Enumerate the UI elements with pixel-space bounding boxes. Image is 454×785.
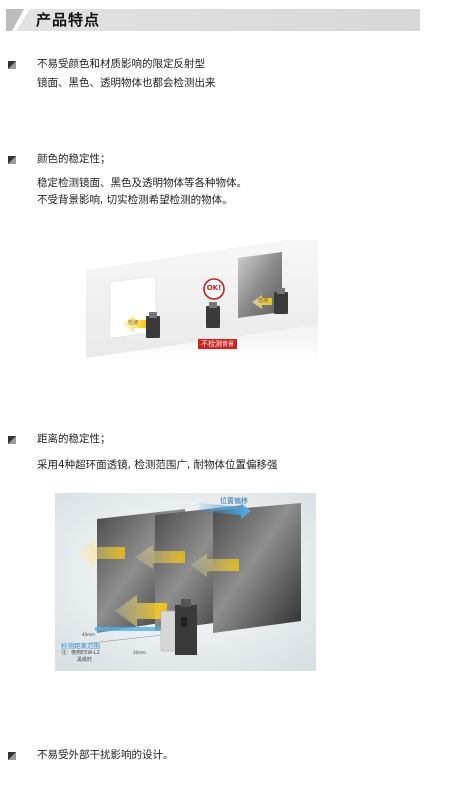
bullet-triangle-icon: [8, 156, 16, 164]
bullet-triangle-icon: [8, 752, 16, 760]
note-line-2: 黑纸时: [77, 657, 93, 663]
not-detect-small: 背景: [222, 341, 235, 348]
position-shift-label: 位置偏移: [220, 497, 248, 505]
feature-2-line-1: 稳定检测镜面、黑色及透明物体等各种物体。: [37, 177, 247, 189]
bullet-triangle-icon: [8, 61, 16, 69]
header-corner-mark-icon: [6, 9, 30, 31]
detect-range-label: 检测距离范围: [61, 642, 100, 650]
distance-stability-figure: 位置偏移 检测距离范围 注：使用E5W-L2 黑纸时 40mm 10mm: [55, 493, 316, 671]
feature-2-line-2: 不受背景影响, 切实检测希望检测的物体。: [37, 194, 233, 206]
ok-label: OK!: [206, 284, 222, 292]
section-header-bar: [6, 9, 420, 31]
not-detect-badge: 不检测背景: [198, 339, 238, 349]
distance-40-label: 40mm: [82, 632, 95, 637]
section-title: 产品特点: [36, 11, 101, 29]
bullet-triangle-icon: [8, 436, 16, 444]
not-detect-label: 不检测: [201, 340, 222, 348]
distance-10-label: 10mm: [133, 650, 146, 655]
feature-3-heading: 距离的稳定性；: [37, 433, 111, 445]
feature-2-heading: 颜色的稳定性；: [37, 153, 111, 165]
arrow-label-left: 检测: [128, 320, 139, 326]
color-stability-figure: OK! 不检测背景 检测 检测: [86, 240, 318, 362]
feature-4-heading: 不易受外部干扰影响的设计。: [37, 749, 174, 761]
arrow-label-right: 检测: [258, 298, 269, 304]
note-line-1: 注：使用E5W-L2: [61, 650, 100, 656]
feature-1-heading: 不易受颜色和材质影响的限定反射型: [37, 58, 205, 70]
feature-1-line-1: 镜面、黑色、透明物体也都会检测出来: [37, 77, 216, 89]
feature-3-line-1: 采用4种超环面透镜, 检测范围广, 耐物体位置偏移强: [37, 459, 278, 471]
